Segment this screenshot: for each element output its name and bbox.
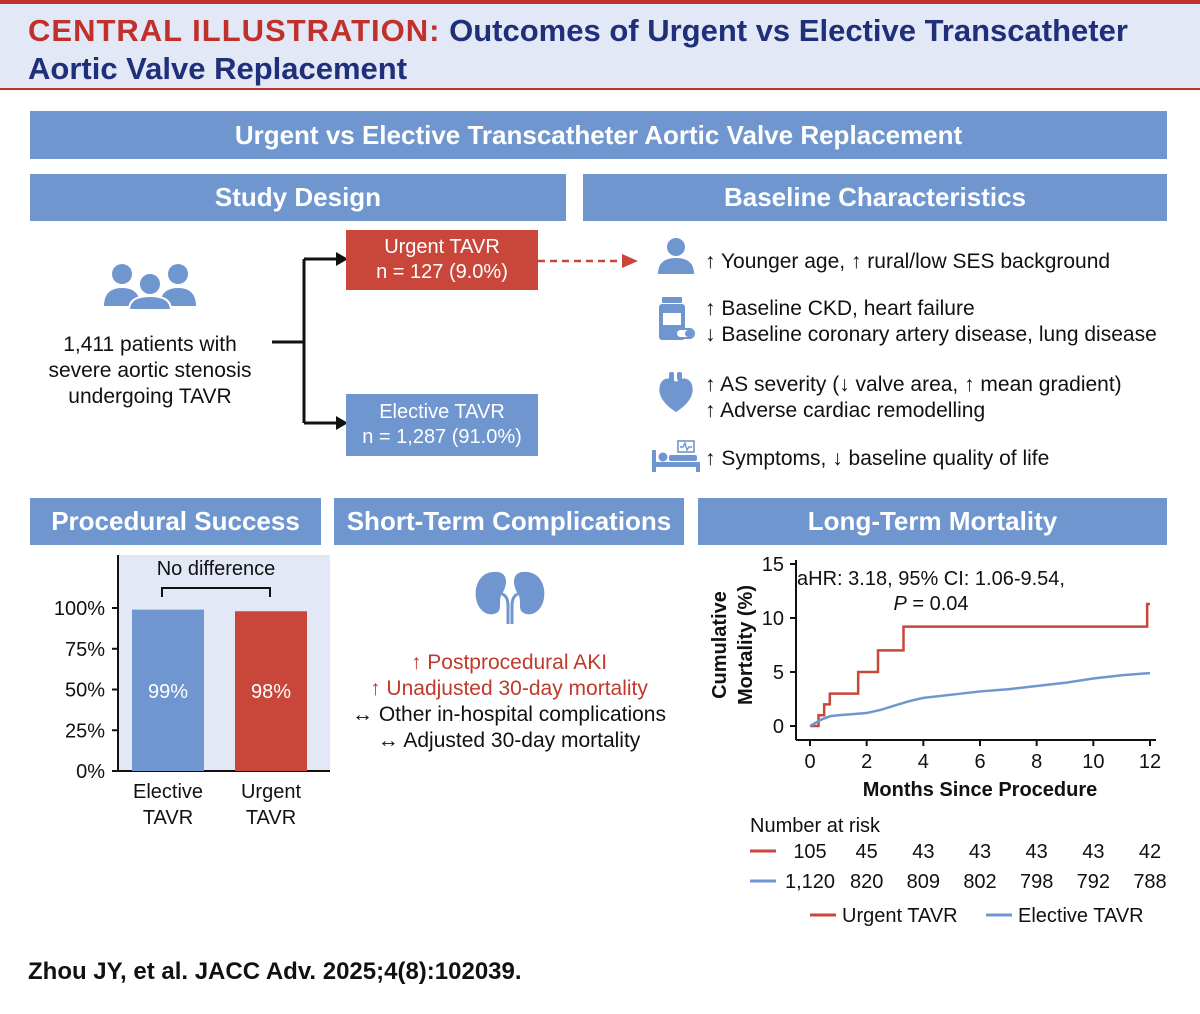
legend-urgent-label: Urgent TAVR <box>842 905 958 927</box>
bar-category-label: TAVR <box>143 807 193 829</box>
person-icon <box>658 238 694 274</box>
km-x-tick-label: 2 <box>861 751 872 773</box>
risk-row-urgent-value: 43 <box>969 841 991 863</box>
risk-row-elective-value: 1,120 <box>785 871 835 893</box>
bar-category-label: Urgent <box>241 781 301 803</box>
complications-heading: Short-Term Complications <box>334 498 684 545</box>
header: CENTRAL ILLUSTRATION: Outcomes of Urgent… <box>0 0 1200 90</box>
km-x-axis-label: Months Since Procedure <box>863 779 1098 801</box>
km-y-axis-label-1: Cumulative <box>709 591 731 699</box>
km-x-tick-label: 0 <box>804 751 815 773</box>
baseline-item-1-line-1: ↑ Younger age, ↑ rural/low SES backgroun… <box>705 250 1111 273</box>
risk-row-elective-value: 792 <box>1077 871 1110 893</box>
risk-row-urgent-value: 42 <box>1139 841 1161 863</box>
bar-value-label: 99% <box>148 681 188 703</box>
p-symbol: P <box>893 593 907 615</box>
baseline-item-2-line-1: ↑ Baseline CKD, heart failure <box>705 297 975 320</box>
km-y-tick-label: 0 <box>773 716 784 738</box>
complication-line: ↑ Postprocedural AKI <box>410 651 608 674</box>
heart-icon <box>659 372 693 412</box>
elective-group-box: Elective TAVR n = 1,287 (91.0%) <box>346 394 538 456</box>
procedural-heading: Procedural Success <box>30 498 321 545</box>
hospital-bed-icon <box>652 440 700 472</box>
header-title: CENTRAL ILLUSTRATION: Outcomes of Urgent… <box>28 12 1178 88</box>
elective-label: Elective TAVR <box>379 401 505 423</box>
km-x-tick-label: 12 <box>1139 751 1161 773</box>
km-urgent-line <box>810 602 1150 728</box>
p-value: = 0.04 <box>907 593 969 615</box>
hazard-ratio-text: aHR: 3.18, 95% CI: 1.06-9.54, <box>797 568 1065 590</box>
main-banner: Urgent vs Elective Transcatheter Aortic … <box>30 111 1167 159</box>
risk-row-elective-value: 820 <box>850 871 883 893</box>
legend-elective-label: Elective TAVR <box>1018 905 1144 927</box>
km-x-tick-label: 4 <box>918 751 929 773</box>
baseline-item-4-line-1: ↑ Symptoms, ↓ baseline quality of life <box>705 447 1050 470</box>
bar-category-label: TAVR <box>246 807 296 829</box>
comparison-bracket <box>161 587 271 597</box>
patients-description: 1,411 patients with severe aortic stenos… <box>48 333 252 408</box>
y-tick-label: 0% <box>76 761 105 783</box>
y-tick-label: 75% <box>65 639 105 661</box>
bar-category-label: Elective <box>133 781 203 803</box>
study-design-heading: Study Design <box>30 174 566 221</box>
header-title-text: Outcomes of Urgent vs Elective Transcath… <box>28 13 1128 86</box>
baseline-item-3-line-1: ↑ AS severity (↓ valve area, ↑ mean grad… <box>705 373 1122 396</box>
km-y-tick-label: 10 <box>762 608 784 630</box>
km-elective-line <box>809 671 1151 728</box>
km-y-tick-label: 15 <box>762 554 784 576</box>
risk-row-urgent-value: 45 <box>856 841 878 863</box>
risk-row-elective-value: 798 <box>1020 871 1053 893</box>
p-value-text: P = 0.04 <box>893 593 968 615</box>
complication-line: ↑ Unadjusted 30-day mortality <box>370 677 648 700</box>
risk-row-urgent-value: 43 <box>912 841 934 863</box>
km-x-tick-label: 6 <box>974 751 985 773</box>
medication-icon <box>659 297 695 340</box>
header-tag: CENTRAL ILLUSTRATION: <box>28 13 441 48</box>
complication-line: ↔ Other in-hospital complications <box>352 703 666 726</box>
bar-elective <box>132 609 204 771</box>
mortality-heading: Long-Term Mortality <box>698 498 1167 545</box>
baseline-item-2-line-2: ↓ Baseline coronary artery disease, lung… <box>705 323 1157 346</box>
patients-group-icon <box>104 264 196 310</box>
km-x-tick-label: 8 <box>1031 751 1042 773</box>
risk-row-elective-value: 809 <box>907 871 940 893</box>
flow-arrows <box>272 252 638 430</box>
y-tick-label: 50% <box>65 680 105 702</box>
urgent-label: Urgent TAVR <box>384 236 500 258</box>
km-y-axis-label-2: Mortality (%) <box>735 585 757 705</box>
urgent-n: n = 127 (9.0%) <box>376 261 508 283</box>
risk-row-elective-value: 788 <box>1133 871 1166 893</box>
baseline-item-3-line-2: ↑ Adverse cardiac remodelling <box>705 399 986 422</box>
baseline-heading: Baseline Characteristics <box>583 174 1167 221</box>
y-tick-label: 100% <box>54 598 105 620</box>
bar-urgent <box>235 611 307 771</box>
urgent-group-box: Urgent TAVR n = 127 (9.0%) <box>346 230 538 290</box>
risk-row-urgent-value: 105 <box>793 841 826 863</box>
bar-value-label: 98% <box>251 681 291 703</box>
risk-row-elective-value: 802 <box>963 871 996 893</box>
kidneys-icon <box>475 571 545 624</box>
no-difference-label: No difference <box>157 558 276 580</box>
elective-n: n = 1,287 (91.0%) <box>362 426 522 448</box>
risk-row-urgent-value: 43 <box>1082 841 1104 863</box>
km-y-tick-label: 5 <box>773 662 784 684</box>
complication-line: ↔ Adjusted 30-day mortality <box>377 729 641 752</box>
procedural-success-chart: 100% 75% 50% 25% 0% 99% 98% No difference Ele… <box>54 555 330 829</box>
risk-row-urgent-value: 43 <box>1026 841 1048 863</box>
km-x-tick-label: 10 <box>1082 751 1104 773</box>
y-tick-label: 25% <box>65 720 105 742</box>
citation: Zhou JY, et al. JACC Adv. 2025;4(8):1020… <box>28 958 522 985</box>
risk-table-title: Number at risk <box>750 815 881 837</box>
